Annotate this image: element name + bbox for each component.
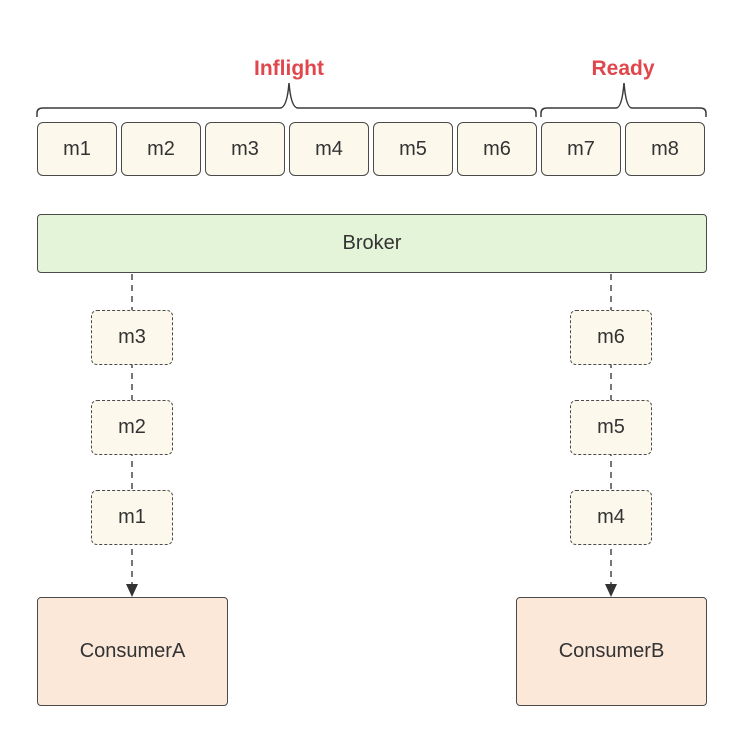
ready-label: Ready [591,57,655,80]
ready-brace [540,82,707,117]
queue-message-m8: m8 [625,122,705,176]
queue-message-m1: m1 [37,122,117,176]
consumer-b-box: ConsumerB [516,597,707,706]
inflight-label: Inflight [254,57,324,80]
consumer-b-message-m4: m4 [570,490,652,545]
inflight-brace [36,82,537,117]
consumer-b-message-m5: m5 [570,400,652,455]
queue-message-m7: m7 [541,122,621,176]
consumer-a-box: ConsumerA [37,597,228,706]
consumer-a-message-m2: m2 [91,400,173,455]
queue-message-m4: m4 [289,122,369,176]
queue-message-m3: m3 [205,122,285,176]
queue-message-m2: m2 [121,122,201,176]
consumer-a-message-m1: m1 [91,490,173,545]
queue-message-m5: m5 [373,122,453,176]
consumer-a-message-m3: m3 [91,310,173,365]
consumer-b-arrow-icon [605,584,617,597]
broker-box: Broker [37,214,707,273]
consumer-b-message-m6: m6 [570,310,652,365]
consumer-a-arrow-icon [126,584,138,597]
queue-message-m6: m6 [457,122,537,176]
